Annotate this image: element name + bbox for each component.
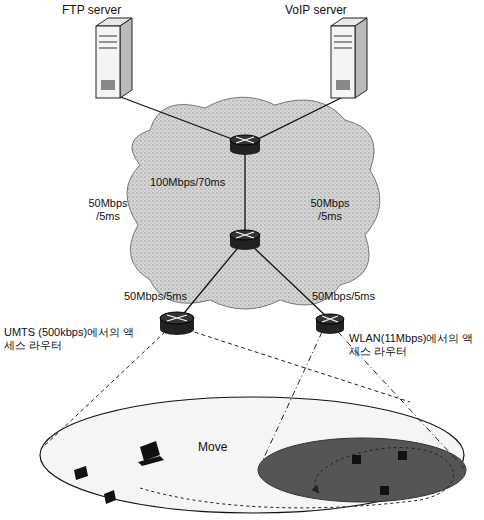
link-label: 100Mbps/70ms [150,176,240,189]
router-icon [230,230,260,250]
link-label: 50Mbps /5ms [306,197,354,223]
wlan-coverage [258,438,466,502]
node-text: VoIP server [285,3,380,17]
move-path [140,448,454,508]
server-icon [331,18,367,98]
access-router: UMTS (500kbps)에서의 액세스 라우터 [4,326,136,352]
move-label: Move [198,440,248,454]
laptop-icon [74,441,164,504]
access-router: WLAN(11Mbps)에서의 액세스 라우터 [349,332,477,358]
link-label: 50Mbps/5ms [124,290,199,303]
node-text: WLAN(11Mbps)에서의 액세스 라우터 [349,332,477,358]
node-text: UMTS (500kbps)에서의 액세스 라우터 [4,326,136,352]
router-icon [230,135,260,155]
mobile-device [352,451,407,495]
link-label: 50Mbps/5ms [312,290,387,303]
router-icon [316,314,344,334]
node-text: FTP server [62,3,152,17]
router-icon [160,312,194,335]
server-icon [96,18,132,98]
server-label: VoIP server [285,3,380,17]
link-label: 50Mbps /5ms [84,197,132,223]
server-label: FTP server [62,3,152,17]
network-cloud [127,97,380,309]
